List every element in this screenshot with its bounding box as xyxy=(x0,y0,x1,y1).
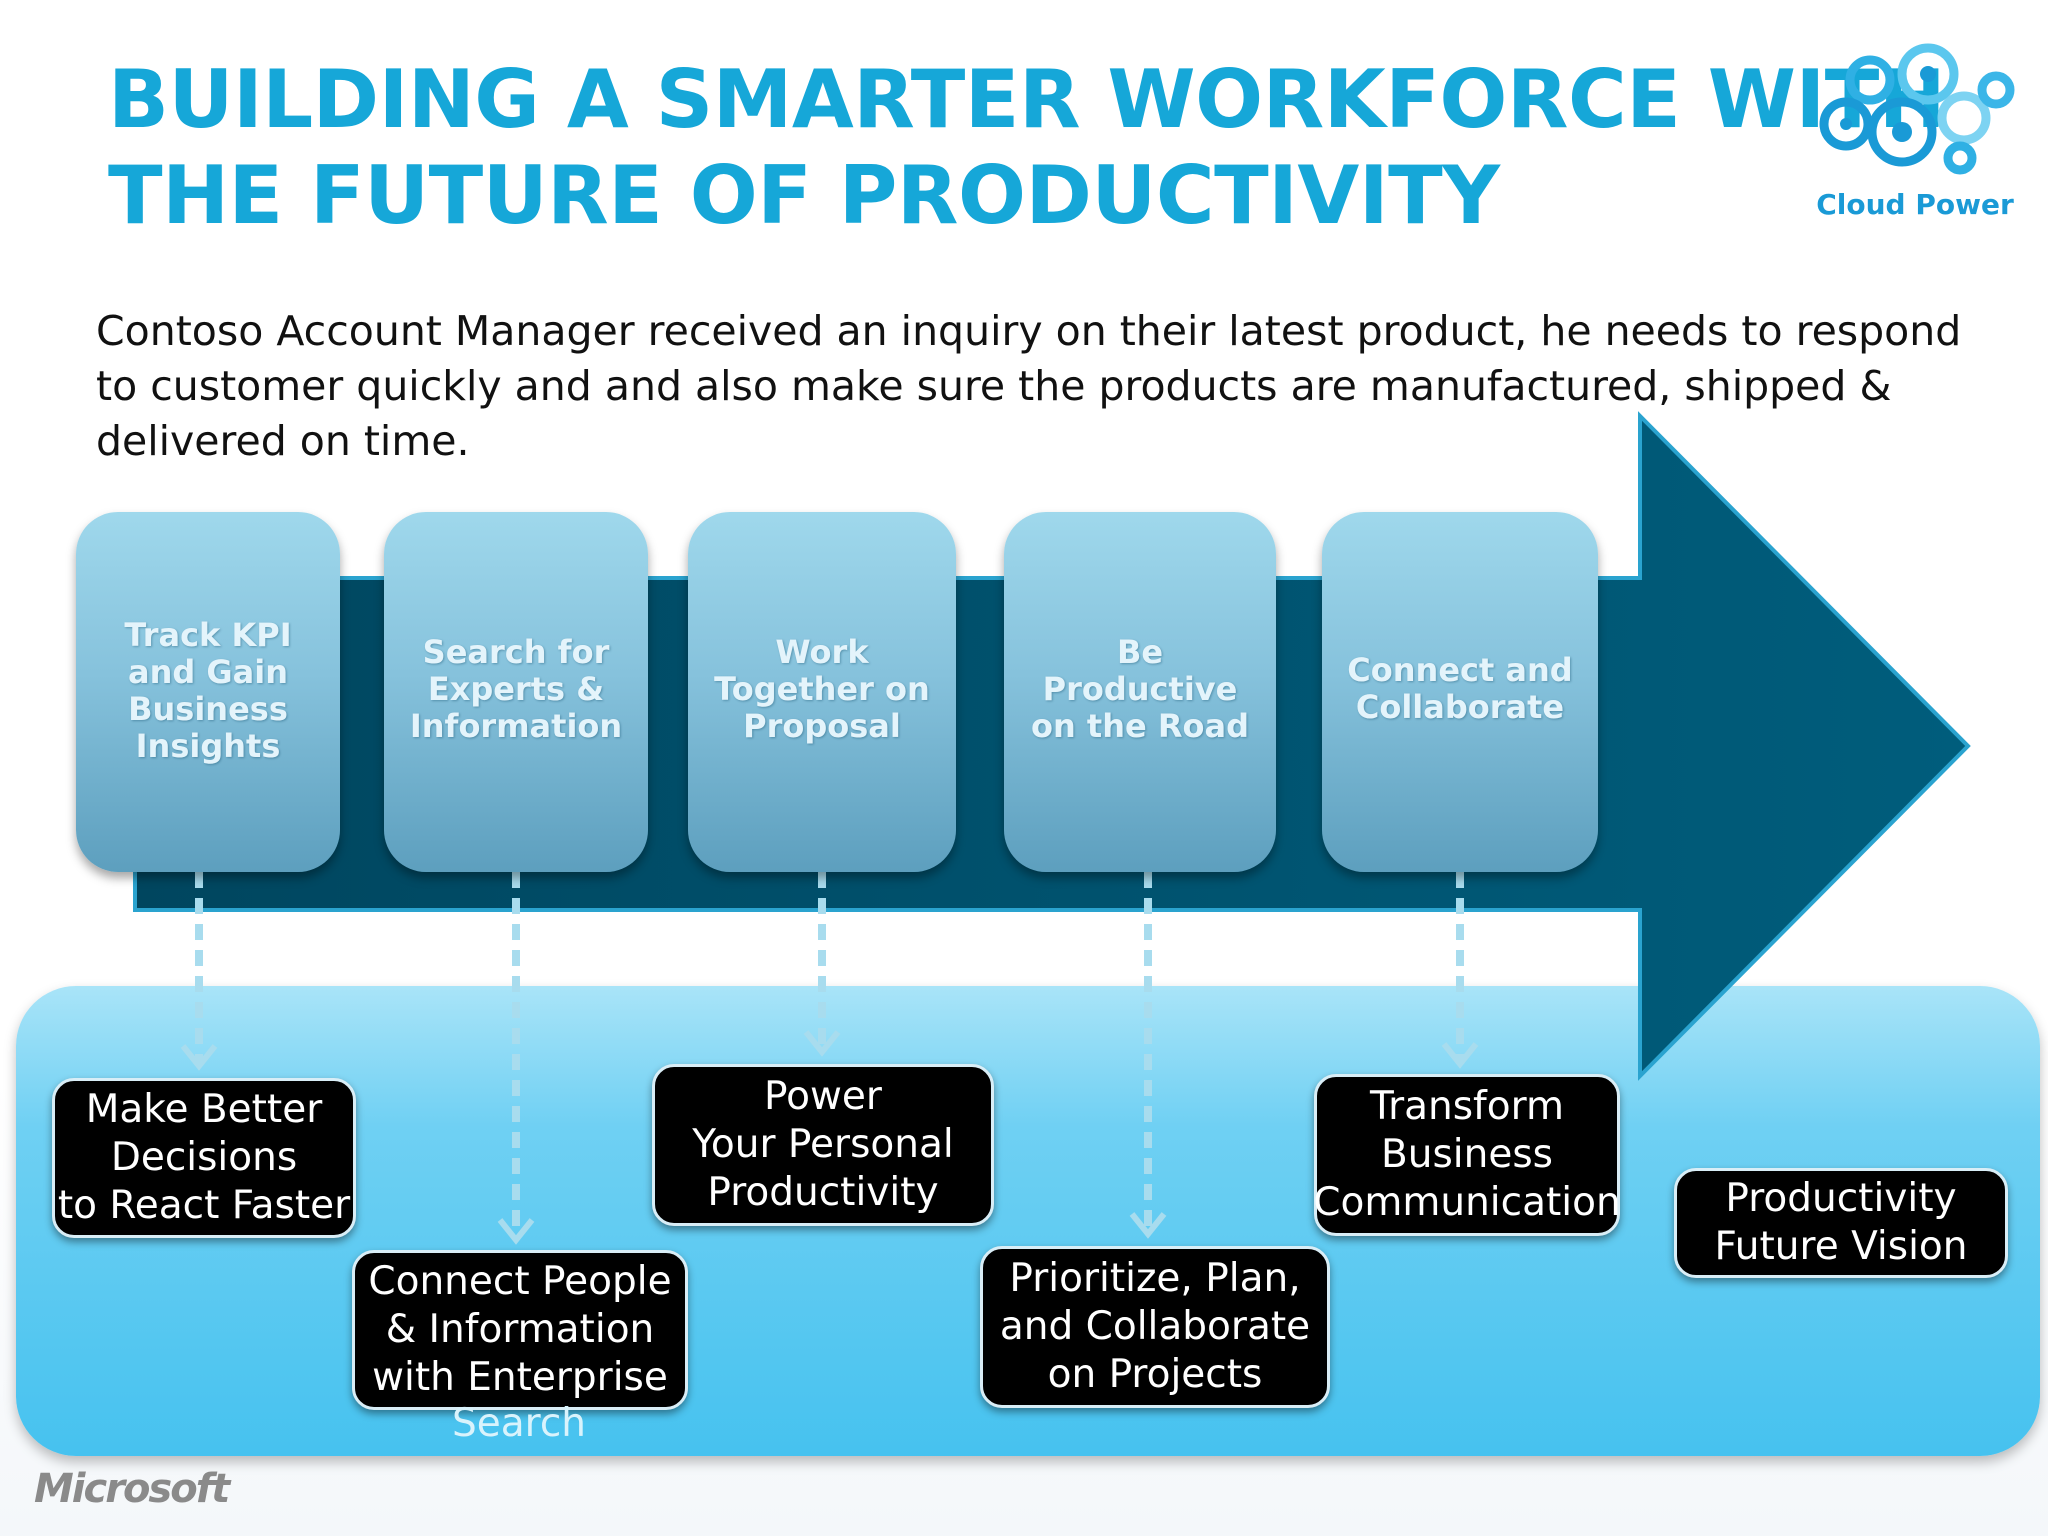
step-label: Track KPI and Gain Business Insights xyxy=(124,616,292,765)
overflow-search-text: Search xyxy=(452,1401,586,1446)
connector-arrowhead xyxy=(803,1030,841,1057)
connector-arrowhead xyxy=(1441,1042,1479,1069)
outcome-personal-productivity: Power Your Personal Productivity xyxy=(652,1064,994,1226)
outcome-connect-people: Connect People & Information with Enterp… xyxy=(352,1250,688,1410)
step-productive-road: Be Productive on the Road xyxy=(1004,512,1276,872)
step-connect-collaborate: Connect and Collaborate xyxy=(1322,512,1598,872)
connector-arrowhead xyxy=(497,1218,535,1245)
outcome-label: Transform Business Communication xyxy=(1313,1084,1621,1225)
outcome-prioritize-plan: Prioritize, Plan, and Collaborate on Pro… xyxy=(980,1246,1330,1408)
step-search-experts: Search for Experts & Information xyxy=(384,512,648,872)
connectors xyxy=(180,872,1479,1245)
outcome-label: Connect People & Information with Enterp… xyxy=(368,1259,672,1400)
page-title: BUILDING A SMARTER WORKFORCE WITH THE FU… xyxy=(108,52,1946,244)
step-track-kpi: Track KPI and Gain Business Insights xyxy=(76,512,340,872)
intro-paragraph: Contoso Account Manager received an inqu… xyxy=(96,307,1962,465)
logo-text: Cloud Power xyxy=(1816,188,2014,221)
outcome-label: Prioritize, Plan, and Collaborate on Pro… xyxy=(999,1256,1311,1397)
microsoft-logo: Microsoft xyxy=(34,1466,230,1512)
outcome-label: Make Better Decisions to React Faster xyxy=(57,1087,351,1228)
cloud-power-logo: Cloud Power xyxy=(1800,40,2030,230)
outcome-label: Productivity Future Vision xyxy=(1714,1176,1968,1269)
cloud-power-gears-icon xyxy=(1819,43,2015,175)
step-label: Connect and Collaborate xyxy=(1347,651,1573,726)
connector-arrowhead xyxy=(1129,1212,1167,1239)
step-label: Search for Experts & Information xyxy=(409,633,623,745)
outcome-label: Power Your Personal Productivity xyxy=(692,1074,954,1215)
outcome-transform-communication: Transform Business Communication xyxy=(1313,1074,1621,1236)
title-line-2: THE FUTURE OF PRODUCTIVITY xyxy=(108,149,1500,242)
step-label: Be Productive on the Road xyxy=(1031,633,1249,745)
outcome-better-decisions: Make Better Decisions to React Faster xyxy=(52,1078,356,1238)
title-line-1: BUILDING A SMARTER WORKFORCE WITH xyxy=(108,53,1946,146)
outcome-future-vision: Productivity Future Vision xyxy=(1674,1168,2008,1278)
step-label: Work Together on Proposal xyxy=(714,633,930,745)
step-work-together: Work Together on Proposal xyxy=(688,512,956,872)
connector-arrowhead xyxy=(180,1044,218,1071)
